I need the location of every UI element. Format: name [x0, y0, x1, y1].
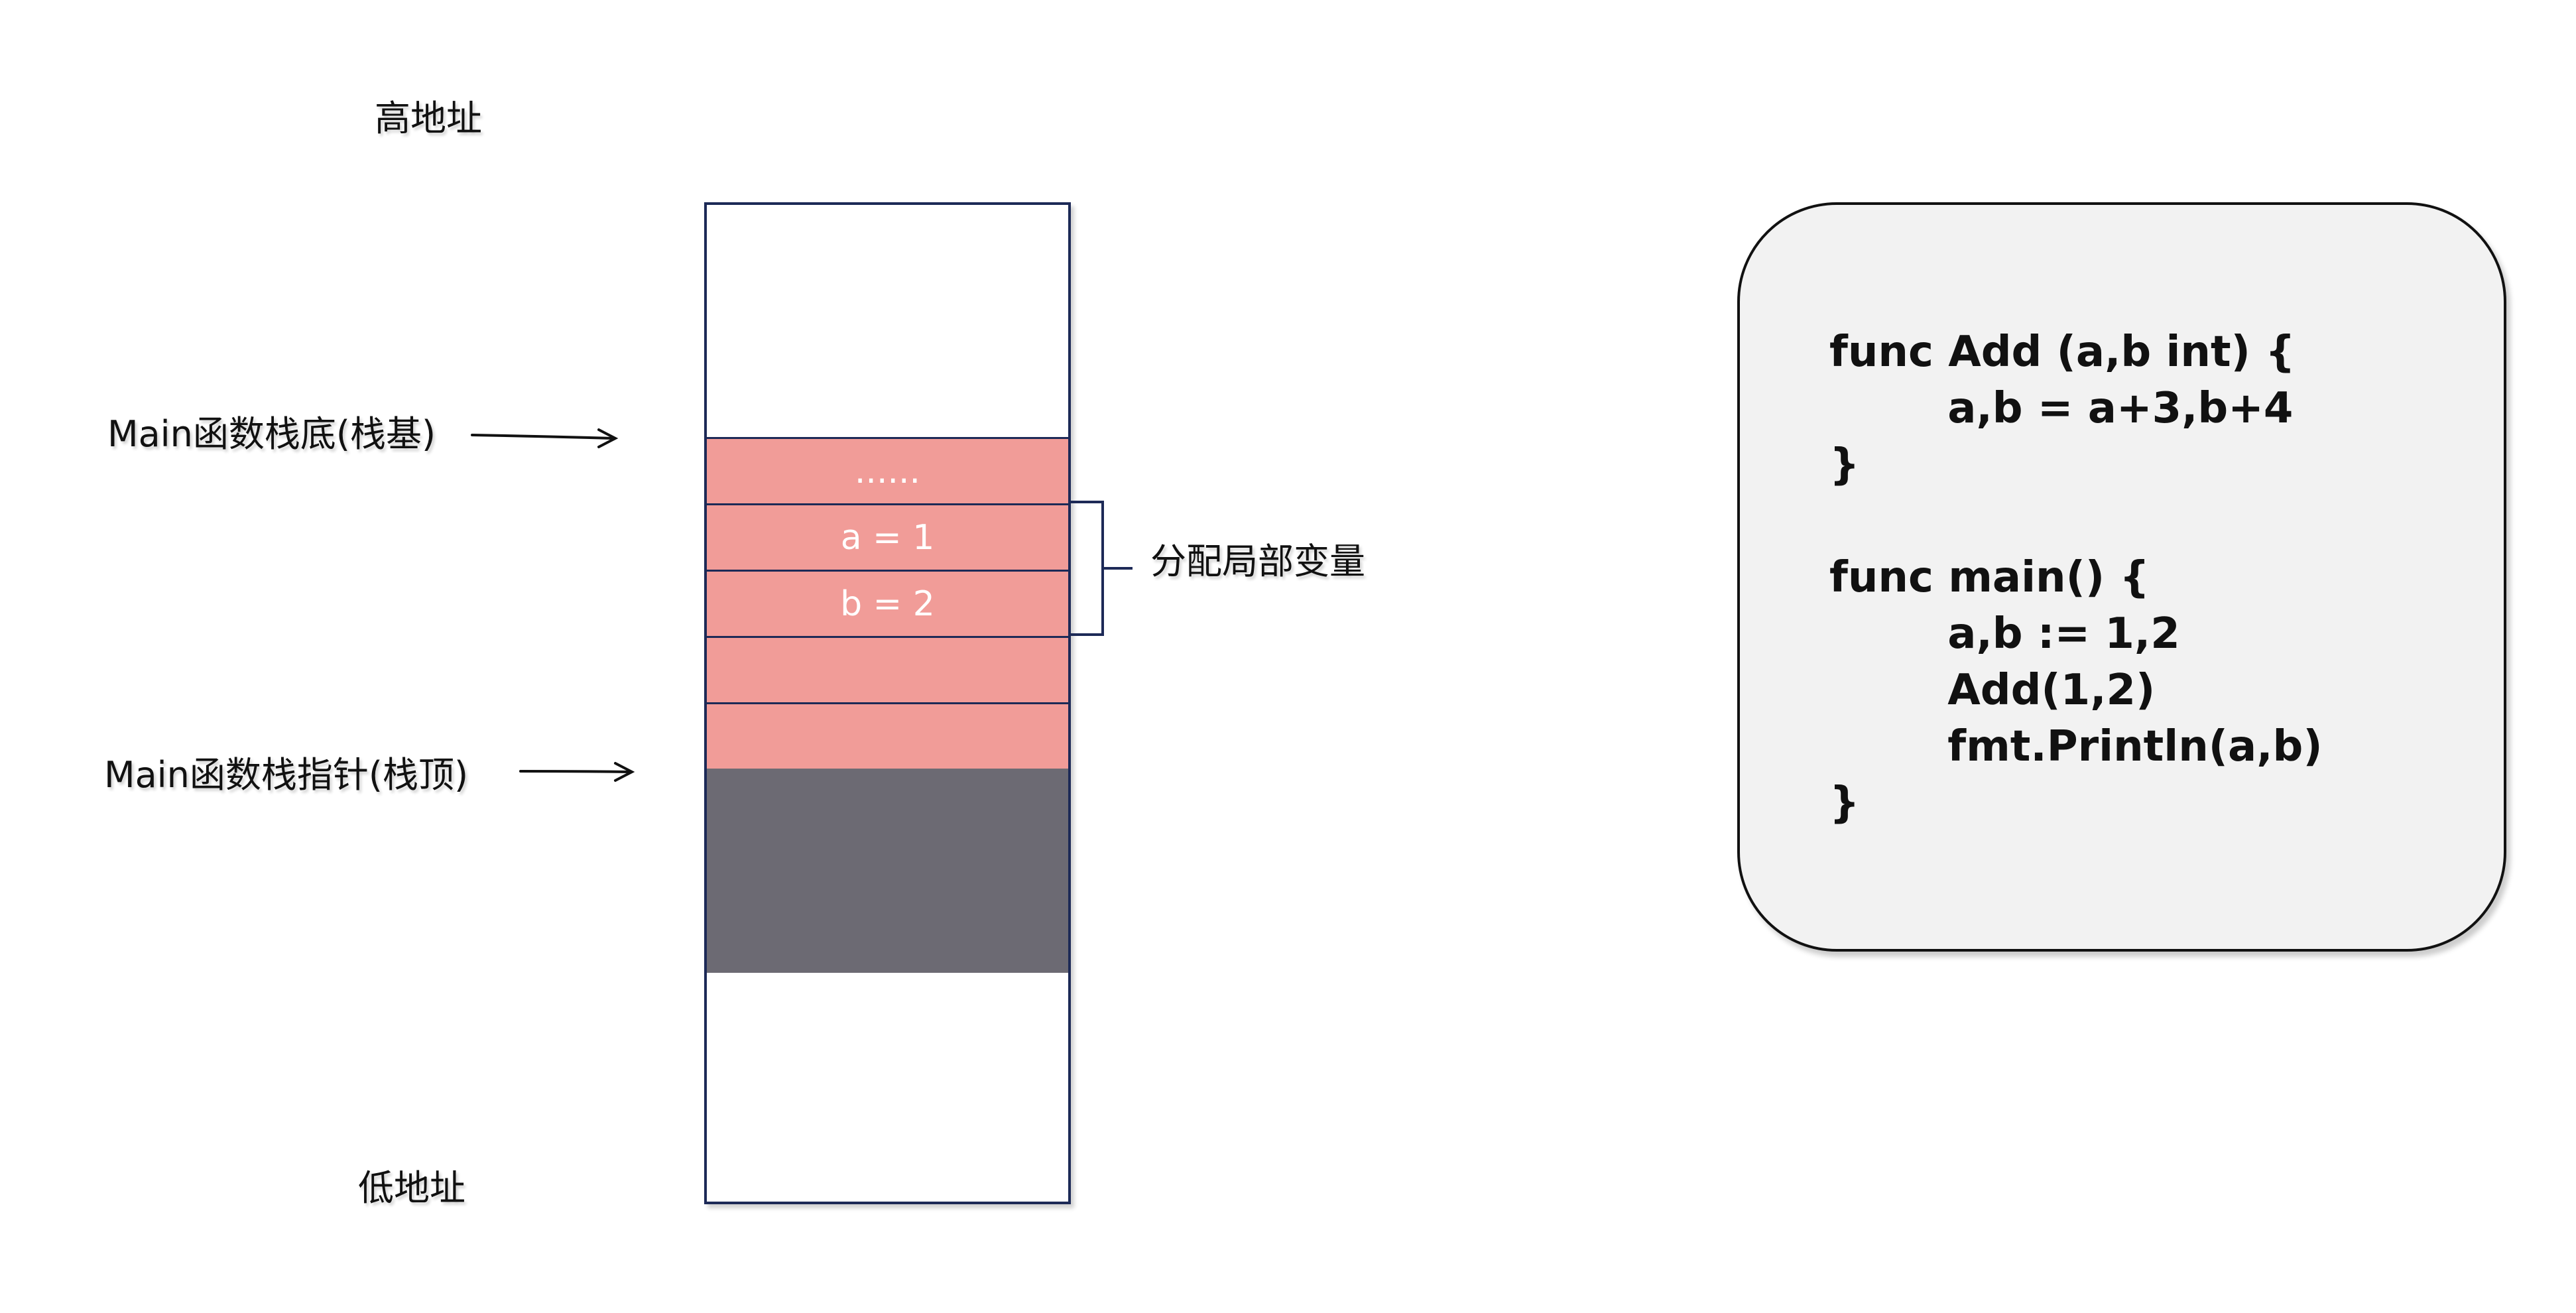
stack-pointer-label: Main函数栈指针(栈顶): [104, 754, 469, 796]
high-address-label: 高地址: [375, 97, 482, 139]
code-line-1: func Add (a,b int) {: [1829, 328, 2296, 377]
stack-base-label: Main函数栈底(栈基): [107, 413, 436, 455]
stack-base-arrow: [471, 434, 615, 440]
code-line-7: Add(1,2): [1829, 666, 2156, 715]
local-vars-bracket: [1071, 501, 1133, 636]
low-address-label: 低地址: [358, 1167, 465, 1209]
code-line-5: func main() {: [1829, 553, 2150, 602]
code-panel: func Add (a,b int) { a,b = a+3,b+4 } fun…: [1737, 202, 2506, 952]
stack-cell-empty-1: [707, 636, 1068, 702]
stack-pointer-arrow: [519, 770, 631, 773]
stack-pointer-arrowhead: [614, 762, 635, 782]
memory-stack: ...... a = 1 b = 2: [704, 202, 1071, 1204]
stack-cell-b: b = 2: [707, 570, 1068, 636]
allocate-locals-label: 分配局部变量: [1150, 540, 1365, 582]
stack-cell-ellipsis: ......: [707, 437, 1068, 503]
stack-cell-a: a = 1: [707, 503, 1068, 570]
code-line-8: fmt.Println(a,b): [1829, 722, 2323, 771]
code-line-3: }: [1829, 440, 1860, 489]
code-line-6: a,b := 1,2: [1829, 609, 2180, 658]
code-line-2: a,b = a+3,b+4: [1829, 384, 2294, 433]
stack-frame-region: [707, 769, 1068, 973]
stack-cell-empty-2: [707, 702, 1068, 769]
stack-base-arrowhead: [597, 428, 619, 448]
code-line-9: }: [1829, 779, 1860, 828]
